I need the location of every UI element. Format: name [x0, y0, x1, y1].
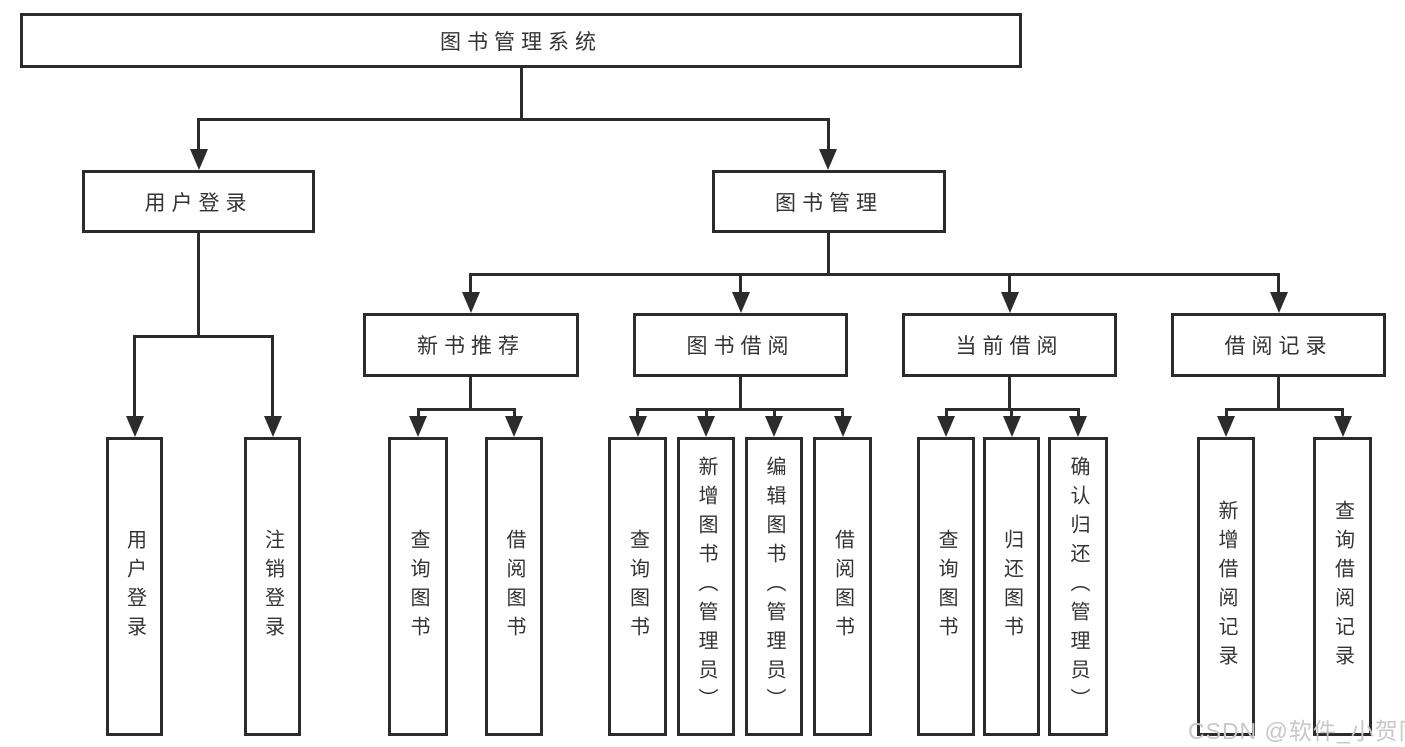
connector-vline	[1277, 273, 1280, 295]
node-book-management: 图书管理	[712, 170, 946, 233]
arrow-down-icon	[937, 416, 955, 437]
node-library-management-system: 图书管理系统	[20, 13, 1022, 68]
leaf-query-books-recommend: 查询图书	[388, 437, 448, 736]
connector-hline	[1225, 408, 1344, 411]
arrow-down-icon	[1003, 416, 1021, 437]
connector-vline	[520, 68, 523, 118]
arrow-down-icon	[1217, 416, 1235, 437]
node-book-borrowing: 图书借阅	[633, 313, 848, 377]
connector-vline	[469, 377, 472, 408]
csdn-watermark: CSDN @软件_小贺同学	[1188, 718, 1405, 744]
arrow-down-icon	[462, 292, 480, 313]
arrow-down-icon	[1334, 416, 1352, 437]
arrow-down-icon	[732, 292, 750, 313]
node-new-book-recommendation: 新书推荐	[363, 313, 579, 377]
connector-vline	[1008, 377, 1011, 408]
connector-vline	[271, 335, 274, 418]
leaf-borrow-books-borrowing: 借阅图书	[813, 437, 872, 736]
connector-vline	[133, 335, 136, 418]
connector-vline	[197, 233, 200, 335]
connector-hline	[133, 335, 274, 338]
leaf-confirm-return-admin: 确认归还（管理员）	[1048, 437, 1108, 736]
arrow-down-icon	[819, 149, 837, 170]
arrow-down-icon	[765, 416, 783, 437]
arrow-down-icon	[505, 416, 523, 437]
arrow-down-icon	[834, 416, 852, 437]
arrow-down-icon	[629, 416, 647, 437]
connector-vline	[773, 408, 776, 420]
leaf-query-books-borrowing: 查询图书	[608, 437, 667, 736]
leaf-query-borrow-record: 查询借阅记录	[1313, 437, 1372, 736]
node-borrowing-records: 借阅记录	[1171, 313, 1386, 377]
arrow-down-icon	[190, 149, 208, 170]
connector-hline	[469, 273, 1280, 276]
connector-vline	[1010, 408, 1013, 420]
leaf-logout: 注销登录	[244, 437, 301, 736]
connector-vline	[1077, 408, 1080, 420]
node-current-borrowing: 当前借阅	[902, 313, 1117, 377]
connector-vline	[636, 408, 639, 420]
arrow-down-icon	[264, 416, 282, 437]
arrow-down-icon	[1270, 292, 1288, 313]
leaf-borrow-books-recommend: 借阅图书	[485, 437, 543, 736]
connector-vline	[739, 273, 742, 295]
connector-vline	[739, 377, 742, 408]
arrow-down-icon	[697, 416, 715, 437]
connector-vline	[1341, 408, 1344, 420]
connector-vline	[1277, 377, 1280, 408]
connector-vline	[841, 408, 844, 420]
arrow-down-icon	[1069, 416, 1087, 437]
connector-vline	[469, 273, 472, 295]
connector-vline	[827, 118, 830, 151]
node-user-login: 用户登录	[82, 170, 315, 233]
connector-vline	[945, 408, 948, 420]
leaf-query-books-current: 查询图书	[917, 437, 975, 736]
connector-vline	[513, 408, 516, 420]
connector-hline	[197, 118, 830, 121]
leaf-user-login: 用户登录	[106, 437, 163, 736]
connector-hline	[417, 408, 516, 411]
connector-hline	[636, 408, 844, 411]
leaf-add-book-admin: 新增图书（管理员）	[677, 437, 735, 736]
connector-vline	[827, 233, 830, 273]
connector-vline	[705, 408, 708, 420]
connector-vline	[1225, 408, 1228, 420]
leaf-add-borrow-record: 新增借阅记录	[1197, 437, 1255, 736]
leaf-edit-book-admin: 编辑图书（管理员）	[745, 437, 803, 736]
arrow-down-icon	[1001, 292, 1019, 313]
arrow-down-icon	[126, 416, 144, 437]
arrow-down-icon	[409, 416, 427, 437]
connector-vline	[417, 408, 420, 420]
leaf-return-book: 归还图书	[983, 437, 1040, 736]
connector-vline	[1008, 273, 1011, 295]
connector-vline	[197, 118, 200, 151]
